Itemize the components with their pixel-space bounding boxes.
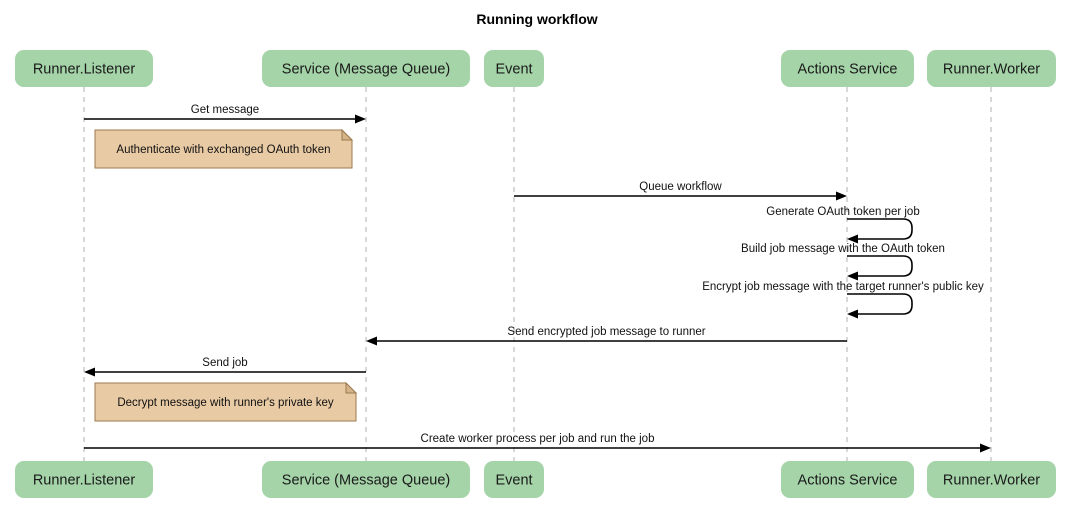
message-label-send-job: Send job <box>202 357 247 369</box>
participants-bottom-group: Runner.Listener Service (Message Queue) Ev… <box>15 461 1056 498</box>
participant-box-runner-worker[interactable] <box>927 461 1056 498</box>
note-decrypt-body <box>94 382 357 422</box>
message-label-get-message: Get message <box>191 104 259 116</box>
message-label-generate-oauth-token: Generate OAuth token per job <box>766 206 919 218</box>
note-authenticate-label: Authenticate with exchanged OAuth token <box>116 144 330 156</box>
self-loop-path-generate-oauth-token <box>847 218 913 240</box>
participant-label-service-mq: Service (Message Queue) <box>282 61 450 77</box>
arrowhead-queue-workflow <box>836 191 847 201</box>
participant-box-runner-listener[interactable] <box>15 461 153 498</box>
participant-service-mq-bottom[interactable]: Service (Message Queue) <box>262 461 470 498</box>
note-decrypt: Decrypt message with runner's private ke… <box>94 381 358 422</box>
diagram-title: Running workflow <box>476 11 597 27</box>
participant-box-actions-service[interactable] <box>781 461 914 498</box>
message-label-build-job-message: Build job message with the OAuth token <box>741 243 945 255</box>
message-get-message[interactable]: Get message <box>84 104 366 124</box>
note-decrypt-label: Decrypt message with runner's private ke… <box>117 397 334 409</box>
arrowhead-create-worker-process <box>980 443 991 453</box>
arrowhead-encrypt-job-message <box>847 309 858 319</box>
participant-box-actions-service[interactable] <box>781 50 914 87</box>
message-generate-oauth-token[interactable]: Generate OAuth token per job <box>766 206 920 244</box>
participant-event-bottom[interactable]: Event <box>484 461 544 498</box>
participants-top-group: Runner.Listener Service (Message Queue) Ev… <box>15 50 1056 87</box>
participant-actions-service-bottom[interactable]: Actions Service <box>781 461 914 498</box>
note-decrypt-fold-corner-icon <box>345 381 358 394</box>
message-label-encrypt-job-message: Encrypt job message with the target runn… <box>702 281 984 293</box>
participant-box-runner-listener[interactable] <box>15 50 153 87</box>
participant-runner-worker-bottom[interactable]: Runner.Worker <box>927 461 1056 498</box>
arrowhead-get-message <box>355 114 366 124</box>
participant-service-mq-top[interactable]: Service (Message Queue) <box>262 50 470 87</box>
note-authenticate-body <box>94 129 353 169</box>
participant-label-event: Event <box>495 61 532 77</box>
note-authenticate: Authenticate with exchanged OAuth token <box>94 128 354 169</box>
participant-label-runner-listener: Runner.Listener <box>33 61 136 77</box>
self-loop-path-build-job-message <box>847 255 913 277</box>
arrowhead-build-job-message <box>847 271 858 281</box>
participant-box-event[interactable] <box>484 50 544 87</box>
participant-box-service-mq[interactable] <box>262 461 470 498</box>
message-label-queue-workflow: Queue workflow <box>639 181 722 193</box>
participant-label-runner-worker: Runner.Worker <box>943 61 1040 77</box>
participant-actions-service-top[interactable]: Actions Service <box>781 50 914 87</box>
participant-runner-worker-top[interactable]: Runner.Worker <box>927 50 1056 87</box>
participant-label-runner-worker: Runner.Worker <box>943 472 1040 488</box>
message-create-worker-process[interactable]: Create worker process per job and run th… <box>84 433 991 453</box>
notes-group: Authenticate with exchanged OAuth tokenD… <box>94 128 358 422</box>
participant-label-service-mq: Service (Message Queue) <box>282 472 450 488</box>
lifelines-group <box>83 87 992 461</box>
participant-runner-listener-top[interactable]: Runner.Listener <box>15 50 153 87</box>
message-encrypt-job-message[interactable]: Encrypt job message with the target runn… <box>702 281 984 319</box>
arrowhead-send-encrypted-job-message <box>366 336 377 346</box>
message-send-job[interactable]: Send job <box>84 357 366 377</box>
self-loop-path-encrypt-job-message <box>847 293 913 315</box>
participant-event-top[interactable]: Event <box>484 50 544 87</box>
note-authenticate-fold-corner-icon <box>341 128 354 141</box>
arrowhead-send-job <box>84 367 95 377</box>
arrowhead-generate-oauth-token <box>847 234 858 244</box>
participant-label-runner-listener: Runner.Listener <box>33 472 136 488</box>
participant-box-event[interactable] <box>484 461 544 498</box>
participant-label-actions-service: Actions Service <box>798 61 898 77</box>
message-build-job-message[interactable]: Build job message with the OAuth token <box>741 243 945 281</box>
participant-box-service-mq[interactable] <box>262 50 470 87</box>
message-label-create-worker-process: Create worker process per job and run th… <box>421 433 655 445</box>
message-queue-workflow[interactable]: Queue workflow <box>514 181 847 201</box>
participant-box-runner-worker[interactable] <box>927 50 1056 87</box>
participant-label-actions-service: Actions Service <box>798 472 898 488</box>
message-send-encrypted-job-message[interactable]: Send encrypted job message to runner <box>366 326 847 346</box>
participant-runner-listener-bottom[interactable]: Runner.Listener <box>15 461 153 498</box>
message-label-send-encrypted-job-message: Send encrypted job message to runner <box>507 326 705 338</box>
participant-label-event: Event <box>495 472 532 488</box>
